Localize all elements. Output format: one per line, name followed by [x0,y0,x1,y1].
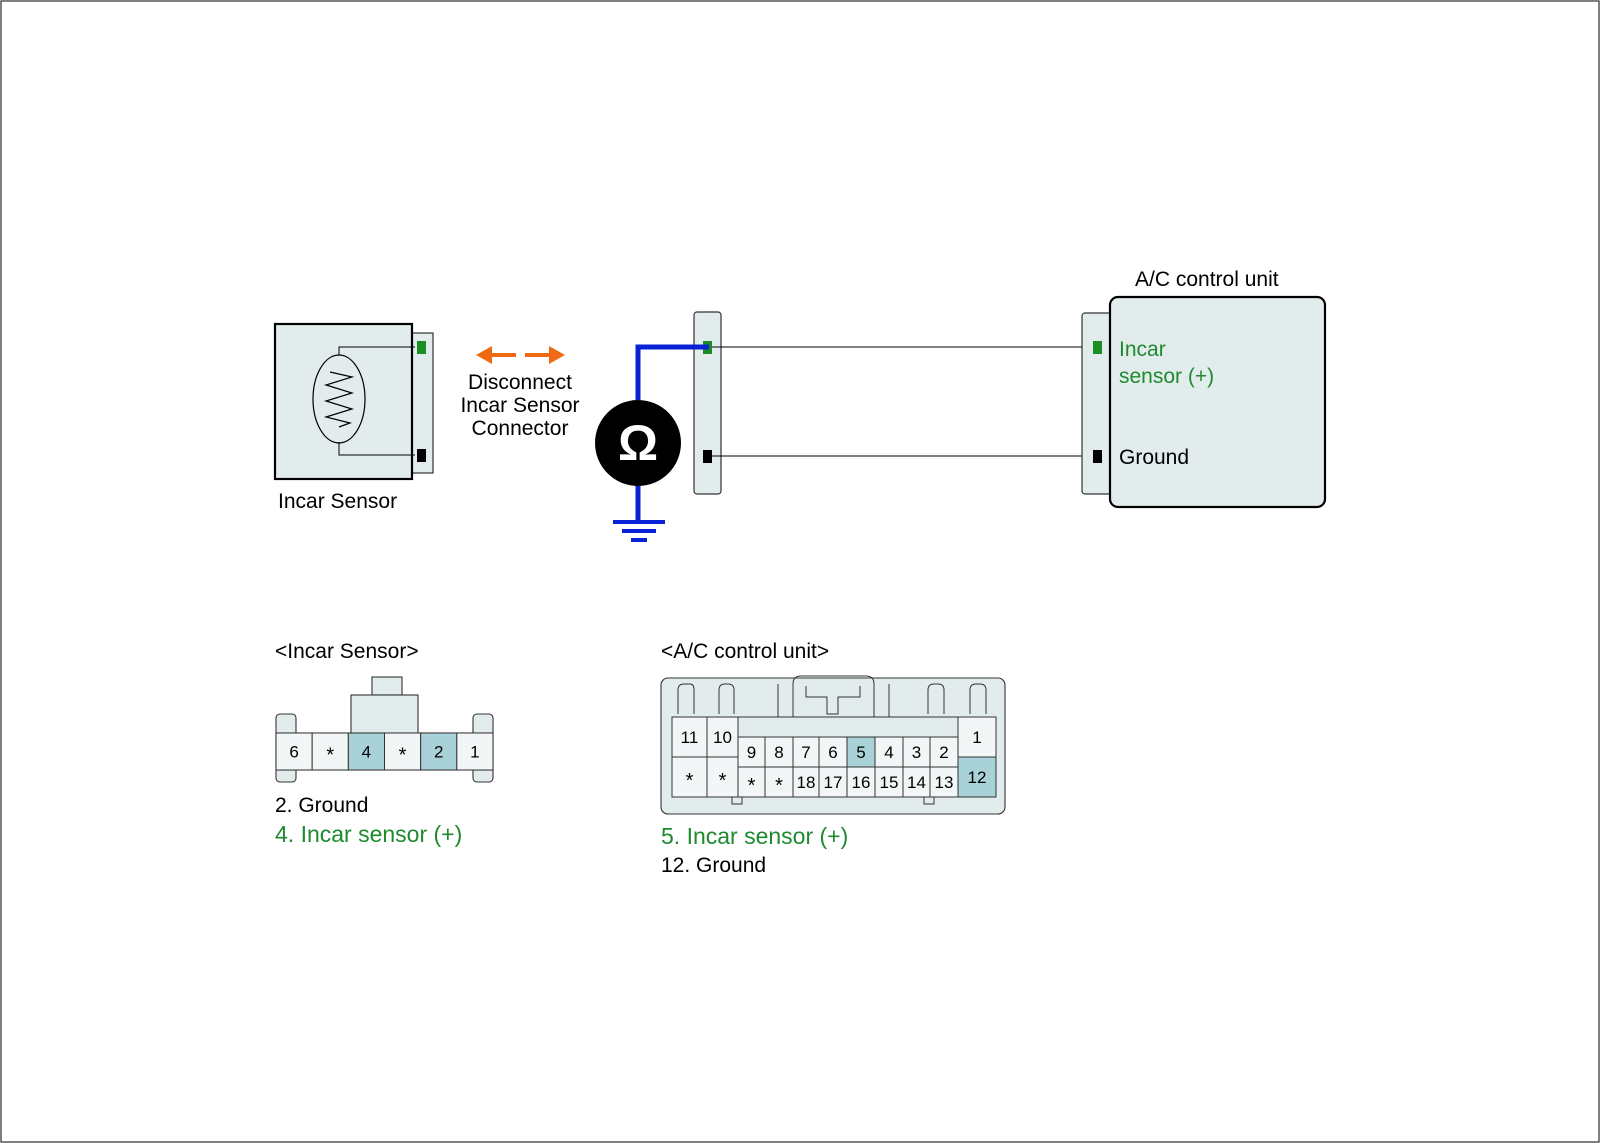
unit-pin-7-label: 7 [801,743,810,762]
unit-pin-8-label: 8 [774,743,783,762]
unit-pin-11-cell [671,716,708,758]
unit-pin-9-cell [737,736,766,768]
unit-pin-14-label: 14 [907,773,926,792]
unit-pin-14-cell [902,766,931,798]
sensor-legend-signal: 4. Incar sensor (+) [275,821,462,847]
unit-pin-blank-0-label: * [686,770,694,792]
disconnect-label-line3: Connector [472,417,569,440]
unit-pin-6-cell [818,736,848,768]
sensor-pin-4-label: 4 [362,743,371,762]
unit-pin-18-cell [792,766,820,798]
unit-pin-4-label: 4 [884,743,893,762]
sensor-pin-2-label: 2 [434,743,443,762]
disconnect-label-line1: Disconnect [468,371,572,394]
unit-pin-18-label: 18 [797,773,816,792]
unit-connector-title: <A/C control unit> [661,640,829,663]
unit-pin-15-cell [874,766,904,798]
unit-pin-15-label: 15 [880,773,899,792]
unit-pin-10-label: 10 [713,728,732,747]
incar-sensor-body [273,322,434,481]
unit-legend-ground: 12. Ground [661,854,766,877]
sensor-pin-ground [417,449,426,462]
unit-pin-2-label: 2 [939,743,948,762]
ohmmeter-symbol: Ω [618,415,658,471]
unit-pin-1-cell [957,716,997,758]
unit-pin-blank-1-label: * [719,770,727,792]
unit-pin-4-cell [874,736,904,768]
sensor-pin-1-cell [456,732,494,771]
unit-pin-8-cell [764,736,794,768]
sensor-pin-1-label: 1 [470,743,479,762]
unit-body [1108,295,1327,509]
disconnect-label-line2: Incar Sensor [460,394,579,417]
incar-sensor-label: Incar Sensor [278,490,397,513]
thermistor-icon [312,346,415,456]
unit-pin-signal [1093,341,1102,354]
unit-pin-ground-label: Ground [1119,446,1189,469]
unit-connector-housing [1081,312,1113,495]
unit-pin-17-label: 17 [824,773,843,792]
harness-connector [693,311,722,495]
unit-legend-signal: 5. Incar sensor (+) [661,823,848,849]
sensor-pin-4-cell [347,732,386,771]
unit-pin-9-label: 9 [747,743,756,762]
unit-pin-7-cell [792,736,820,768]
unit-pin-signal-label-line2: sensor (+) [1119,365,1214,388]
unit-pin-16-label: 16 [852,773,871,792]
sensor-connector-title: <Incar Sensor> [275,640,419,663]
sensor-pin-signal [417,341,426,354]
unit-title: A/C control unit [1135,268,1279,291]
unit-pin-3-cell [902,736,931,768]
unit-pin-blank-2-label: * [748,775,756,797]
ohmmeter-lead-positive [635,344,709,400]
unit-pin-13-label: 13 [935,773,954,792]
unit-pin-ground [1093,450,1102,463]
sensor-pin-row: 6 * 4 * 2 1 [275,732,494,771]
sensor-pin-6-label: 6 [289,743,298,762]
unit-pin-6-label: 6 [828,743,837,762]
unit-pin-11-label: 11 [681,728,699,747]
unit-pin-12-label: 12 [968,768,987,787]
unit-pin-blank-3-label: * [775,775,783,797]
unit-pin-signal-label-line1: Incar [1119,338,1166,361]
sensor-legend-ground: 2. Ground [275,794,368,817]
ground-symbol-icon [613,520,665,542]
sensor-pin-blank-3-cell [384,732,422,771]
unit-pin-12-cell [957,756,997,798]
unit-pin-5-label: 5 [856,743,865,762]
harness-pin-ground [703,450,712,463]
sensor-pin-blank-3-label: * [399,745,407,767]
double-arrow-icon [476,346,565,364]
sensor-pin-blank-1-label: * [326,745,334,767]
sensor-housing [273,322,414,481]
unit-pin-1-label: 1 [972,728,981,747]
sensor-pin-2-cell [420,732,458,771]
sensor-connector-face: 6 * 4 * 2 1 [275,676,494,783]
unit-pin-13-cell [929,766,959,798]
ohmmeter-icon: Ω [595,400,681,486]
unit-pin-3-label: 3 [912,743,921,762]
